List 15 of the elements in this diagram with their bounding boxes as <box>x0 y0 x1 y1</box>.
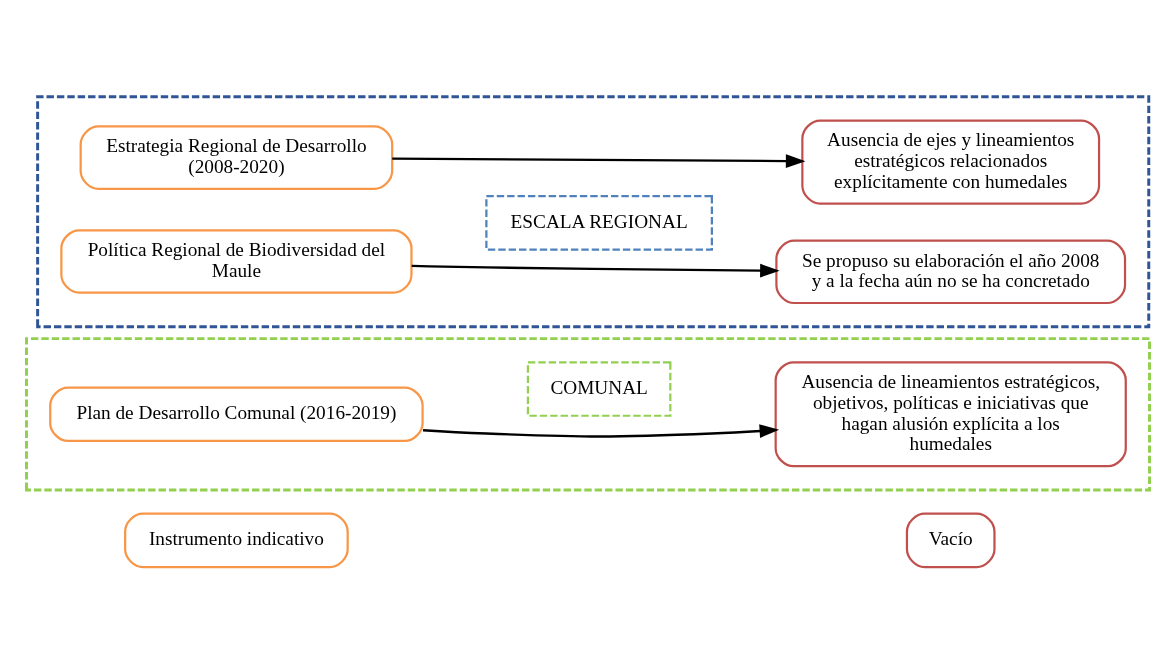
node-box: Plan de Desarrollo Comunal (2016-2019) <box>49 386 424 443</box>
node-box: COMUNAL <box>526 361 672 417</box>
node-box: Estrategia Regional de Desarrollo (2008-2020) <box>79 125 394 190</box>
node-box: Vacío <box>905 512 996 569</box>
cluster <box>36 95 1151 329</box>
node-box: Ausencia de lineamientos estratégicos, objetivos, políticas e iniciativas que hagan alusión explícita a los humedales <box>774 361 1127 468</box>
node-box: Política Regional de Biodiversidad del Maule <box>60 229 413 294</box>
arrow <box>392 154 806 168</box>
node-box: Se propuso su elaboración el año 2008 y a la fecha aún no se ha concretado <box>775 239 1127 305</box>
arrow <box>411 263 780 278</box>
node-box: ESCALA REGIONAL <box>485 195 713 251</box>
node-box: Ausencia de ejes y lineamientos estratégicos relacionados explícitamente con humedales <box>801 119 1101 205</box>
node-box: Instrumento indicativo <box>124 512 349 569</box>
arrow <box>422 424 780 438</box>
cluster <box>25 337 1151 492</box>
